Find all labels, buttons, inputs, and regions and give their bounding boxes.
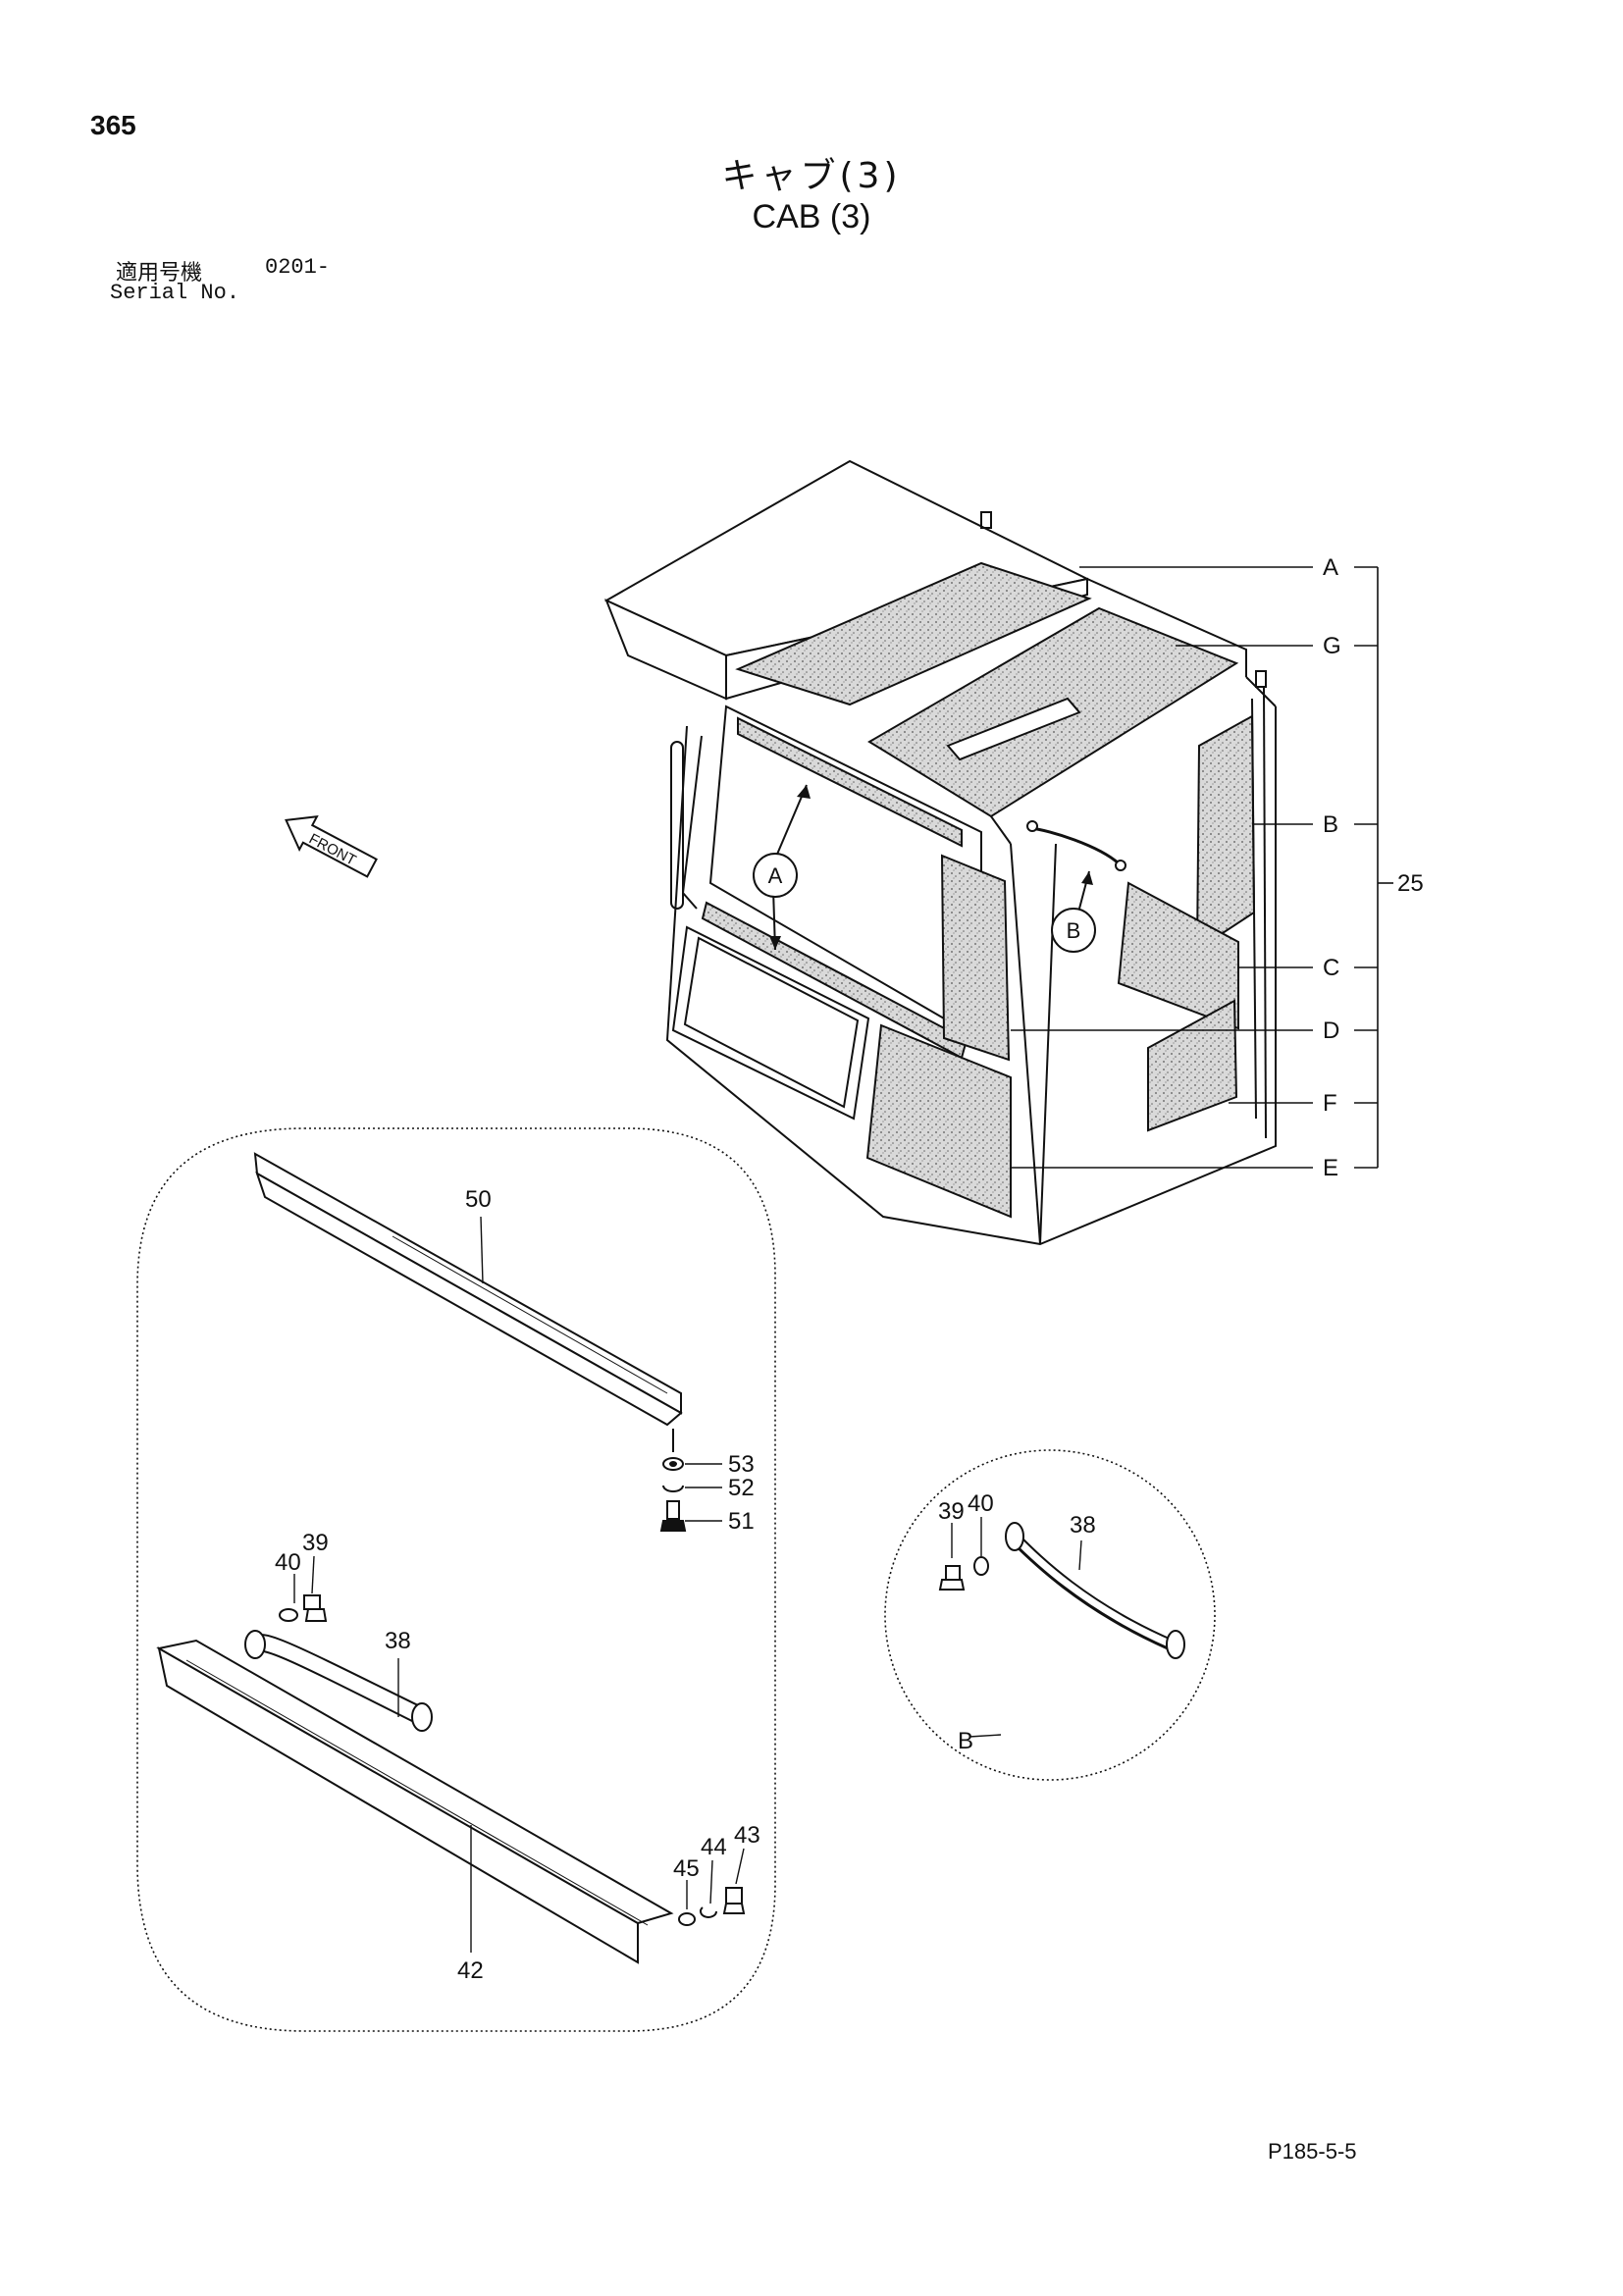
drawing-reference-code: P185-5-5 [1268,2139,1357,2164]
assembly-part-number: 25 [1397,870,1424,897]
detail-b-part-number-40: 40 [968,1490,994,1517]
page-number: 365 [90,110,136,140]
part-number-51: 51 [728,1508,755,1535]
part-number-45: 45 [673,1855,700,1882]
detail-b-bubble-marker: B [1051,870,1096,953]
part-number-40: 40 [275,1549,301,1576]
panel-f [1147,999,1238,1132]
part-number-44: 44 [701,1834,727,1860]
cab-assembly-drawing [603,459,1277,1246]
serial-label-english: Serial No. [110,281,240,305]
part-number-38: 38 [385,1628,411,1654]
part-38-handle [244,1594,433,1732]
detail-b-frame [884,1449,1216,1781]
part-number-52: 52 [728,1475,755,1501]
part-number-53: 53 [728,1451,755,1478]
detail-b-part-number-39: 39 [938,1498,965,1525]
callout-letter-d: D [1323,1018,1339,1044]
panel-d [940,854,1011,1062]
part-number-42: 42 [457,1957,484,1984]
panel-c [1117,881,1239,1030]
detail-b-label: B [958,1728,973,1754]
page-title-english: CAB (3) [752,198,871,235]
part-42-lower-rail [156,1639,674,1964]
fastener-stack [659,1429,687,1532]
detail-b-view: 39 40 38 B [884,1449,1216,1781]
detail-b-handle [938,1522,1185,1659]
panel-b [1195,714,1256,952]
roof-pad-left [735,561,1092,706]
page-title-japanese: キャブ(3) [721,156,902,196]
callout-letter-f: F [1323,1090,1337,1117]
detail-b-leaders [951,1517,1082,1738]
detail-a-frame [136,1127,776,2032]
fastener-leaders [685,1463,722,1522]
svg-text:A: A [768,863,783,888]
detail-a-view: 50 53 52 51 39 40 38 42 45 44 43 [136,1127,776,2032]
serial-label-japanese: 適用号機 [116,261,203,286]
callout-letter-g: G [1323,633,1341,659]
part-number-50: 50 [465,1186,492,1213]
detail-b-part-number-38: 38 [1070,1512,1096,1539]
callout-letter-b: B [1323,811,1338,838]
detail-a-bubble-marker: A [753,784,811,951]
part-number-43: 43 [734,1822,760,1849]
lower-part-leaders [293,1216,745,1953]
part-50-upper-rail [253,1152,683,1427]
callout-letter-e: E [1323,1155,1338,1181]
serial-number-value: 0201- [265,255,331,280]
part-number-39: 39 [302,1530,329,1556]
svg-text:B: B [1067,918,1081,943]
fastener-set-lower [678,1887,746,1926]
callout-letter-a: A [1323,554,1338,581]
panel-e [865,1023,1012,1219]
callout-letter-c: C [1323,955,1339,981]
letter-callouts: A G B C D F E 25 [1323,554,1424,1181]
letter-callout-leaders [1011,566,1393,1169]
front-direction-arrow: FRONT [285,814,378,878]
detail-b-part-numbers: 39 40 38 B [938,1490,1096,1754]
detail-a-part-numbers: 50 53 52 51 39 40 38 42 45 44 43 [275,1186,760,1984]
